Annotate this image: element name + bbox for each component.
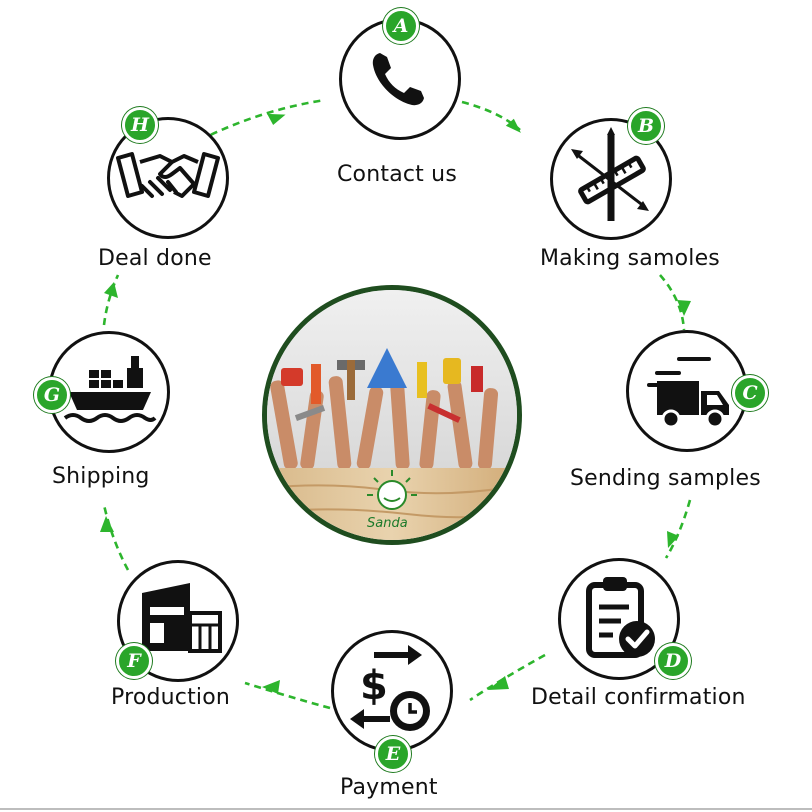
bottom-divider (0, 808, 812, 810)
connector-e-f (244, 681, 331, 710)
hands-holding-tools-image (267, 290, 517, 540)
phone-icon (372, 53, 424, 106)
step-circle-payment: $ (331, 630, 453, 752)
ruler-pencil-icon (571, 127, 649, 221)
arrowhead-g-h (104, 282, 118, 298)
arrowhead-b-c (677, 300, 691, 316)
dollar-exchange-clock-icon: $ (350, 645, 430, 731)
arrowhead-a-b (505, 118, 521, 133)
connector-b-c (659, 274, 686, 331)
arrowhead-d-e (488, 676, 509, 690)
connector-a-b (461, 100, 521, 131)
step-badge-g: G (34, 377, 70, 413)
cargo-ship-icon (63, 356, 157, 423)
center-logo-text: Sanda (367, 516, 408, 531)
step-badge-d: D (655, 643, 691, 679)
step-label-deal-done: Deal done (98, 246, 212, 271)
step-label-contact-us: Contact us (337, 162, 457, 187)
arrowhead-h-a (267, 113, 286, 125)
step-label-shipping: Shipping (52, 464, 150, 489)
step-badge-c: C (732, 375, 768, 411)
step-badge-h: H (122, 107, 158, 143)
step-circle-sending-samples (626, 330, 748, 452)
step-circle-detail-confirmation (558, 558, 680, 680)
connector-g-h (102, 274, 120, 326)
arrowhead-c-d (667, 531, 679, 548)
connector-c-d (664, 499, 692, 559)
center-image-circle: Sanda (262, 285, 522, 545)
clipboard-check-icon (586, 577, 655, 658)
step-badge-b: B (628, 108, 664, 144)
connector-f-g (102, 504, 130, 571)
arrowhead-e-f (262, 680, 280, 694)
arrowhead-f-g (100, 516, 114, 532)
step-label-production: Production (111, 685, 231, 710)
step-circle-deal-done (107, 117, 229, 239)
step-badge-a: A (383, 8, 419, 44)
svg-text:$: $ (360, 663, 388, 709)
step-badge-e: E (375, 736, 411, 772)
step-circle-production (117, 560, 239, 682)
step-label-sending-samples: Sending samples (570, 466, 761, 491)
step-circle-contact-us (339, 18, 461, 140)
handshake-icon (116, 152, 220, 198)
connector-h-a (199, 98, 326, 142)
step-badge-f: F (116, 643, 152, 679)
sanda-sun-logo-icon (367, 470, 417, 510)
delivery-truck-icon (647, 357, 729, 429)
step-label-making-samples: Making samoles (540, 246, 720, 271)
step-label-payment: Payment (340, 775, 438, 800)
step-label-detail-confirmation: Detail confirmation (531, 685, 746, 710)
factory-building-icon (142, 583, 222, 653)
